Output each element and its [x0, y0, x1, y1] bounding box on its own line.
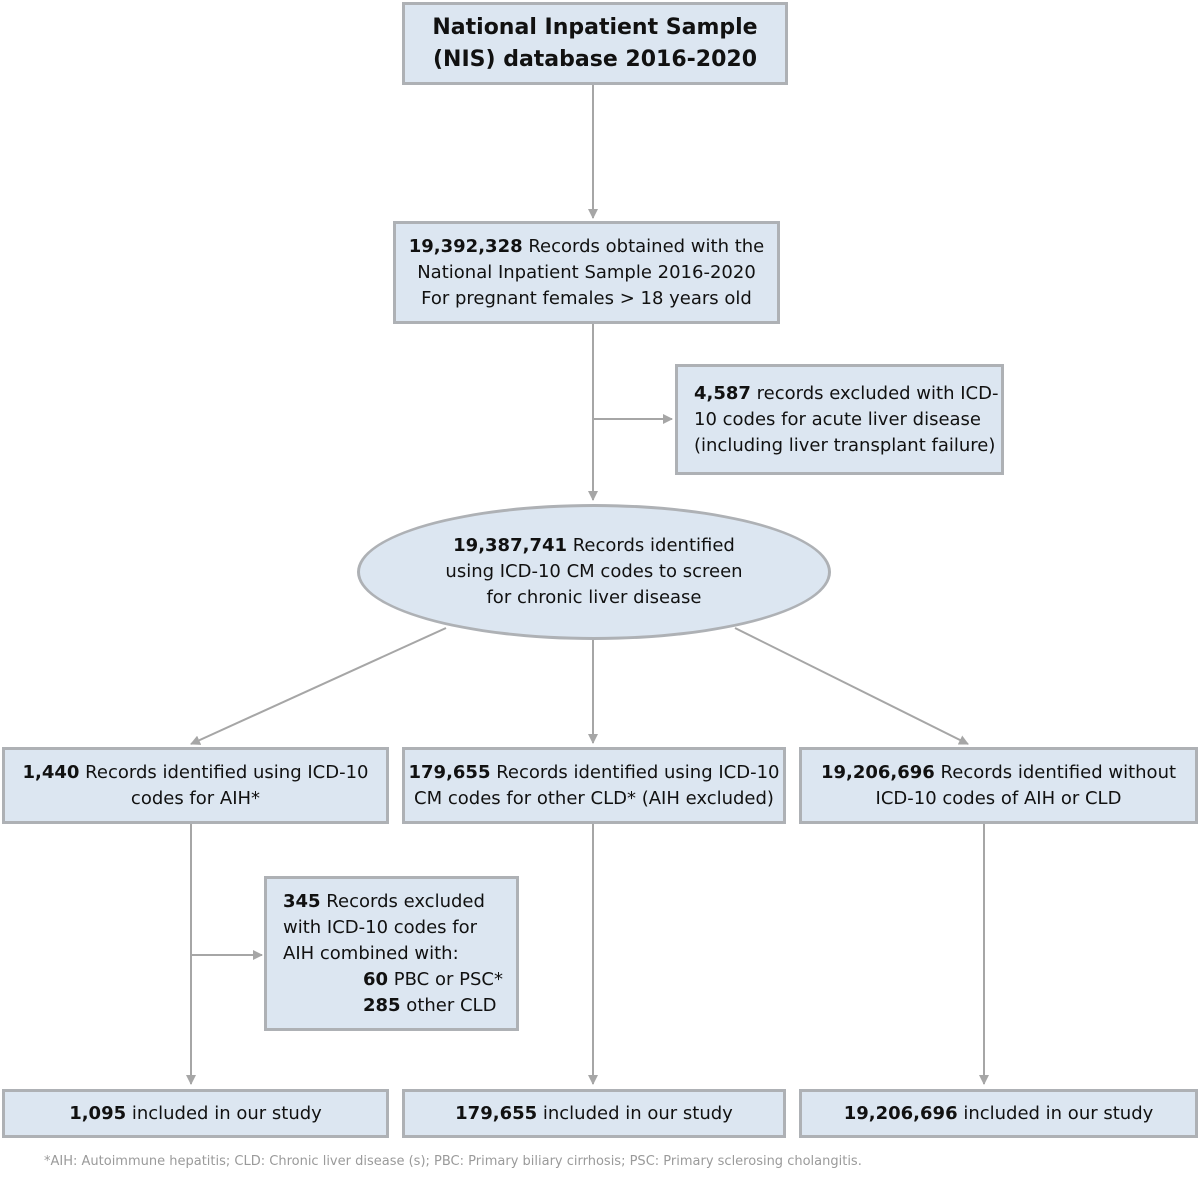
screened-records-ellipse: 19,387,741 Records identified using ICD-…: [357, 504, 831, 640]
aih-records-count: 1,440: [22, 761, 80, 783]
no-aih-cld-records-line2: ICD-10 codes of AIH or CLD: [875, 787, 1122, 809]
acute-exclusion-line2: 10 codes for acute liver disease: [694, 408, 982, 430]
other-cld-records-box: 179,655 Records identified using ICD-10 …: [402, 747, 786, 824]
aih-exclusion-line2: with ICD-10 codes for: [283, 916, 478, 938]
aih-combined-exclusion-box: 345 Records excluded with ICD-10 codes f…: [264, 876, 519, 1031]
no-aih-cld-records-box: 19,206,696 Records identified without IC…: [799, 747, 1198, 824]
aih-exclusion-line1: 345 Records excluded: [283, 889, 485, 915]
no-aih-cld-included-line: 19,206,696 included in our study: [844, 1101, 1154, 1127]
records-obtained-count: 19,392,328: [408, 235, 523, 257]
aih-records-text1: Records identified using ICD-10: [79, 761, 369, 783]
other-cld-excluded-text: other CLD: [400, 994, 497, 1016]
aih-included-count: 1,095: [69, 1102, 127, 1124]
pbc-psc-text: PBC or PSC*: [388, 968, 503, 990]
aih-exclusion-other-cld: 285 other CLD: [283, 993, 496, 1019]
no-aih-cld-included-text: included in our study: [957, 1102, 1154, 1124]
other-cld-records-line1: 179,655 Records identified using ICD-10: [409, 760, 780, 786]
no-aih-cld-records-line1: 19,206,696 Records identified without: [821, 760, 1176, 786]
no-aih-cld-included-box: 19,206,696 included in our study: [799, 1089, 1198, 1138]
other-cld-records-count: 179,655: [408, 761, 491, 783]
screened-line2: using ICD-10 CM codes to screen: [445, 561, 743, 582]
aih-records-line2: codes for AIH*: [130, 787, 261, 809]
other-cld-included-line: 179,655 included in our study: [455, 1101, 733, 1127]
records-obtained-line2: National Inpatient Sample 2016-2020: [417, 261, 756, 283]
records-obtained-text1: Records obtained with the: [522, 235, 765, 257]
screened-line3: for chronic liver disease: [486, 587, 702, 608]
no-aih-cld-included-count: 19,206,696: [843, 1102, 958, 1124]
aih-included-text: included in our study: [126, 1102, 322, 1124]
no-aih-cld-records-count: 19,206,696: [820, 761, 935, 783]
other-cld-excluded-count: 285: [363, 994, 401, 1016]
aih-exclusion-count: 345: [283, 890, 321, 912]
arrow-screened-to-none: [734, 627, 969, 745]
other-cld-records-text1: Records identified using ICD-10: [490, 761, 780, 783]
screened-count: 19,387,741: [453, 535, 568, 556]
aih-exclusion-pbc-psc: 60 PBC or PSC*: [283, 967, 503, 993]
acute-exclusion-count: 4,587: [694, 382, 751, 404]
aih-exclusion-line3: AIH combined with:: [283, 942, 459, 964]
other-cld-included-count: 179,655: [455, 1102, 538, 1124]
other-cld-records-line2: CM codes for other CLD* (AIH excluded): [414, 787, 774, 809]
aih-included-line: 1,095 included in our study: [69, 1101, 322, 1127]
source-database-box: National Inpatient Sample (NIS) database…: [402, 2, 788, 85]
acute-exclusion-text1: records excluded with ICD-: [750, 382, 999, 404]
no-aih-cld-records-text1: Records identified without: [934, 761, 1177, 783]
screened-text1: Records identified: [567, 535, 735, 556]
aih-exclusion-text1: Records excluded: [320, 890, 485, 912]
source-title-line2: (NIS) database 2016-2020: [432, 46, 758, 72]
abbreviations-footnote: *AIH: Autoimmune hepatitis; CLD: Chronic…: [44, 1154, 862, 1169]
records-obtained-box: 19,392,328 Records obtained with the Nat…: [393, 221, 780, 324]
acute-exclusion-box: 4,587 records excluded with ICD- 10 code…: [675, 364, 1004, 475]
pbc-psc-count: 60: [363, 968, 389, 990]
records-obtained-line3: For pregnant females > 18 years old: [421, 287, 752, 309]
other-cld-included-text: included in our study: [537, 1102, 733, 1124]
aih-included-box: 1,095 included in our study: [2, 1089, 389, 1138]
source-title-line1: National Inpatient Sample: [432, 14, 758, 40]
records-obtained-line1: 19,392,328 Records obtained with the: [409, 234, 765, 260]
aih-records-line1: 1,440 Records identified using ICD-10: [23, 760, 369, 786]
other-cld-included-box: 179,655 included in our study: [402, 1089, 786, 1138]
acute-exclusion-line3: (including liver transplant failure): [694, 434, 996, 456]
arrow-screened-to-aih: [190, 627, 447, 745]
screened-line1: 19,387,741 Records identified: [453, 533, 735, 559]
aih-records-box: 1,440 Records identified using ICD-10 co…: [2, 747, 389, 824]
acute-exclusion-line1: 4,587 records excluded with ICD-: [694, 381, 998, 407]
